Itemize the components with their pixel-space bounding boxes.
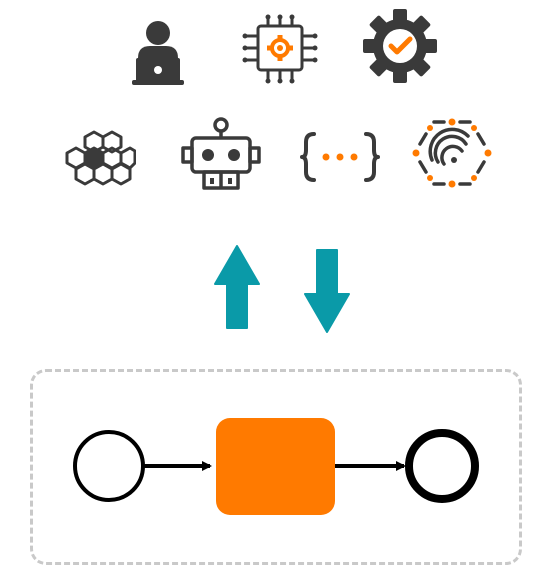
up-arrow-icon (213, 244, 261, 330)
process-container-frame (30, 369, 522, 565)
cpu-chip-gear-icon (238, 14, 322, 86)
start-event (73, 430, 145, 502)
person-laptop-icon (130, 18, 186, 86)
curly-braces-dots-icon (300, 130, 380, 184)
down-arrow-icon (303, 248, 351, 334)
end-event (405, 429, 479, 503)
gear-check-icon (362, 8, 438, 84)
hexagon-cluster-icon (62, 128, 136, 194)
robot-icon (180, 116, 262, 194)
hexagon-signal-icon (412, 116, 492, 190)
task (216, 418, 335, 515)
